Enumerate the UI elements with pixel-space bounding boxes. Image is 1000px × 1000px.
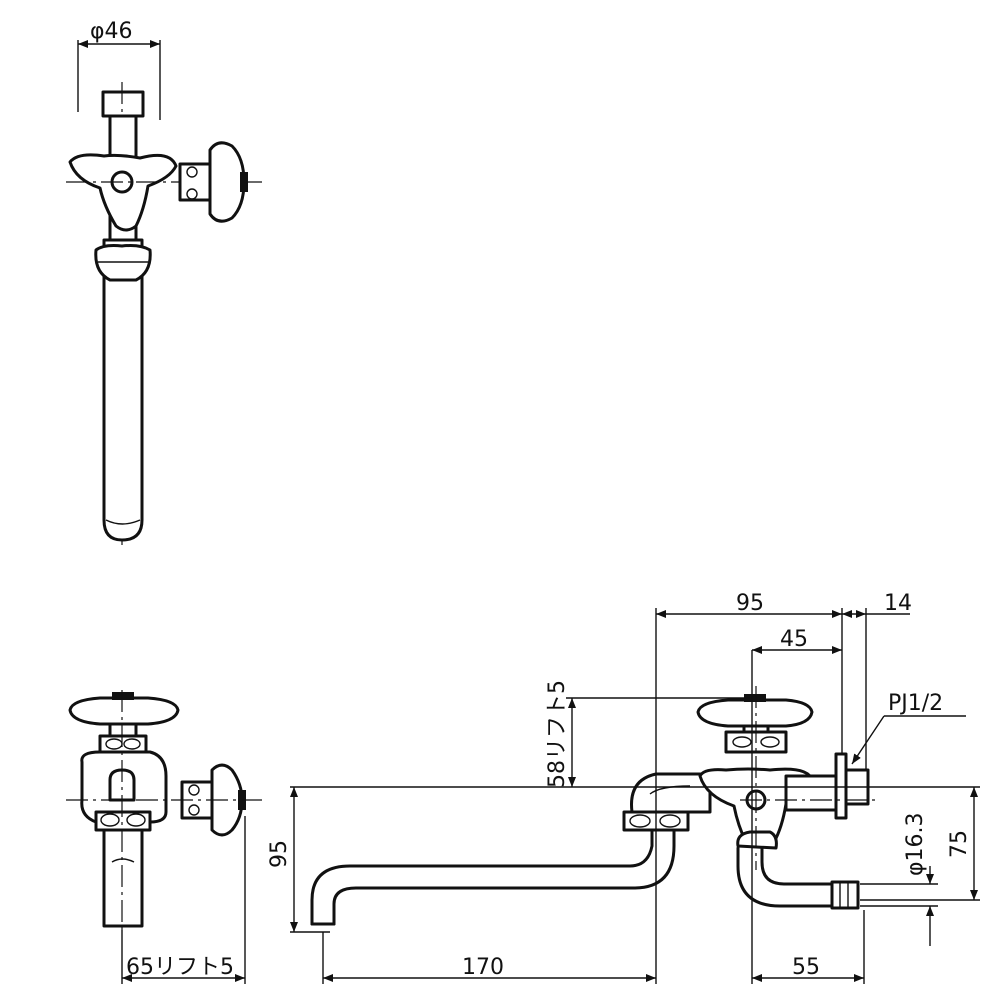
top-view: φ46	[66, 19, 262, 545]
lower-nut	[94, 244, 152, 282]
dimension-diameter-46: φ46	[77, 19, 161, 120]
thread-callout: PJ1/2	[851, 691, 966, 765]
dimension-14: 14	[842, 591, 912, 770]
front-view: 95 170 55 95 14	[267, 591, 980, 984]
label-65-lift: 65リフト5	[126, 955, 234, 980]
side-spout	[102, 828, 144, 928]
label-58-lift: 58リフト5	[545, 680, 570, 788]
dimension-65-lift: 65リフト5	[121, 816, 246, 984]
side-view: 65リフト5	[66, 690, 262, 984]
dimension-diameter-16-3: φ16.3	[860, 813, 938, 946]
supply-end-fitting	[830, 880, 860, 910]
label-55: 55	[792, 955, 820, 980]
label-45: 45	[780, 627, 808, 652]
label-diameter-16-3: φ16.3	[903, 813, 928, 877]
dimension-58-lift: 58リフト5	[545, 680, 750, 788]
side-knob	[68, 696, 180, 726]
top-cap	[101, 90, 145, 118]
dimension-45: 45	[752, 627, 842, 654]
front-knob-cap	[744, 694, 766, 702]
label-170: 170	[462, 955, 504, 980]
wheel-stem	[178, 162, 212, 202]
front-knob	[696, 698, 814, 728]
side-knob-cap	[112, 692, 134, 700]
dimension-95-top: 95	[656, 591, 843, 754]
label-diameter-46: φ46	[90, 19, 133, 44]
wheel-handle	[208, 141, 246, 223]
label-95-height: 95	[267, 840, 292, 868]
dimension-95-height: 95	[267, 787, 330, 933]
spout-inner	[332, 816, 676, 926]
label-thread: PJ1/2	[888, 691, 943, 716]
label-14: 14	[884, 591, 912, 616]
label-95-top: 95	[736, 591, 764, 616]
label-75: 75	[947, 830, 972, 858]
spout-pipe	[102, 238, 144, 542]
dimension-170: 170	[322, 608, 657, 984]
dimension-55: 55	[751, 650, 865, 984]
elbow-body	[630, 772, 712, 814]
wheel-cap	[240, 172, 248, 192]
dimension-75: 75	[860, 787, 980, 901]
spout-outer	[310, 816, 654, 926]
